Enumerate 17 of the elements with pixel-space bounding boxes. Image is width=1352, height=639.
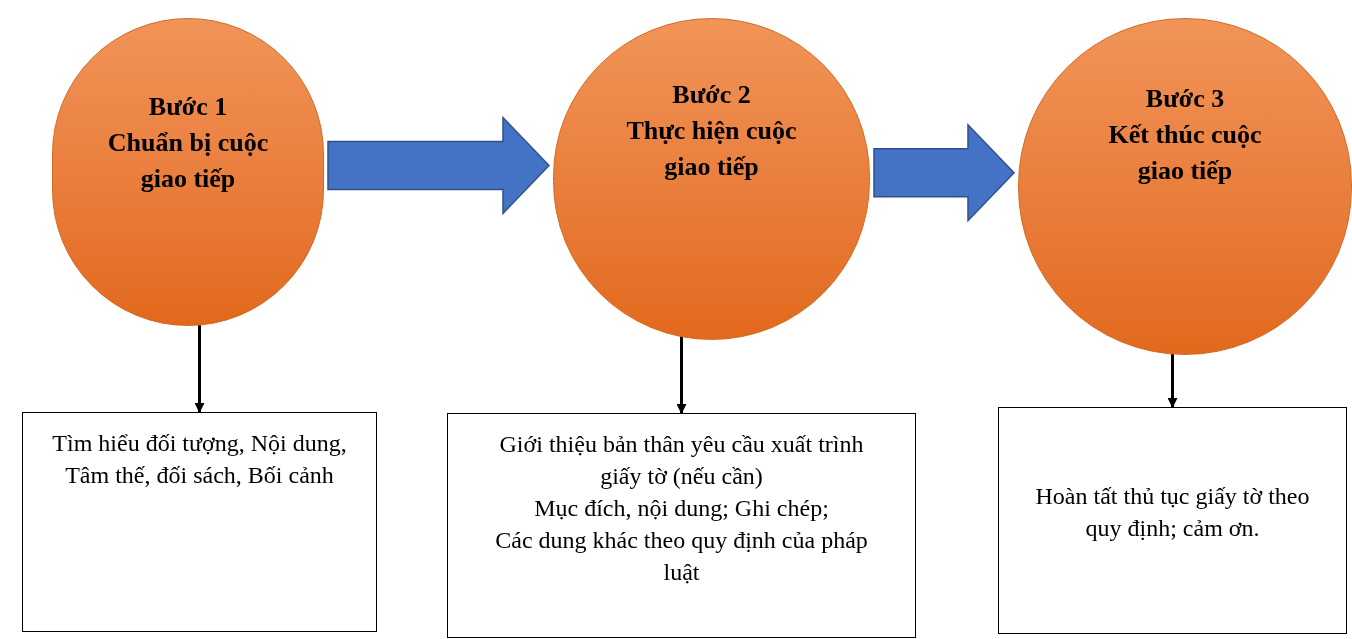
step-label: Kết thúc cuộc giao tiếp xyxy=(1107,119,1263,187)
block-arrow xyxy=(327,115,551,216)
step-title: Bước 3 xyxy=(1144,83,1226,115)
box-text: Giới thiệu bản thân yêu cầu xuất trình giấy tờ (nếu cần) xyxy=(498,430,865,491)
arrow xyxy=(676,335,687,414)
box-text: Hoàn tất thủ tục giấy tờ theo quy định; cảm ơn. xyxy=(1034,482,1311,543)
step-title: Bước 1 xyxy=(147,91,229,123)
block-arrow xyxy=(873,122,1016,223)
step-title: Bước 2 xyxy=(671,79,752,111)
text-box xyxy=(998,407,1347,634)
box-text: Mục đích, nội dung; Ghi chép; xyxy=(534,494,829,523)
text-box xyxy=(22,412,377,632)
step-label: Thực hiện cuộc giao tiếp xyxy=(625,115,798,183)
step-label: Chuẩn bị cuộc giao tiếp xyxy=(106,127,270,195)
box-text: Các dung khác theo quy định của pháp luật xyxy=(494,526,869,587)
text-box xyxy=(447,413,916,638)
box-text: Tìm hiểu đối tượng, Nội dung, Tâm thế, đối sách, Bối cảnh xyxy=(51,429,348,490)
